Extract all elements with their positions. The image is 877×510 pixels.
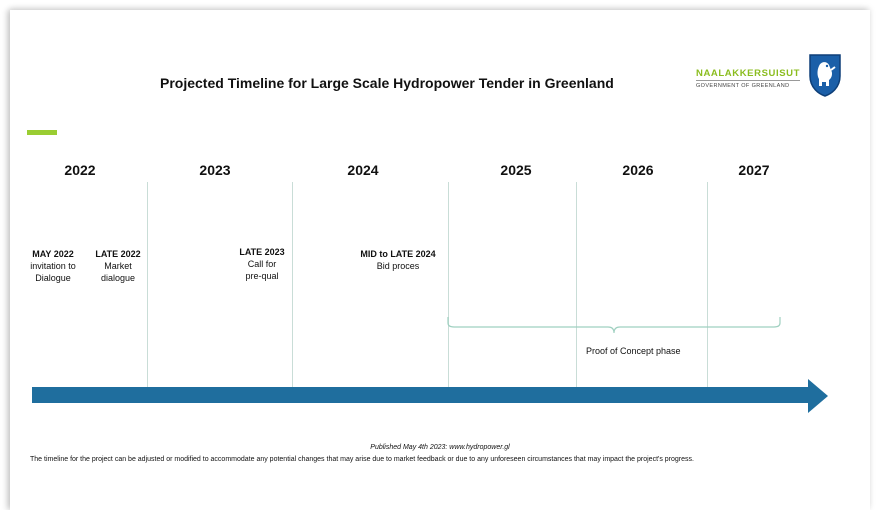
- event-title: LATE 2023: [239, 247, 285, 257]
- event-line: pre-qual: [245, 271, 279, 281]
- event-may-2022: MAY 2022 invitation to Dialogue: [30, 248, 76, 284]
- event-late-2022: LATE 2022 Market dialogue: [95, 248, 140, 284]
- year-2024: 2024: [347, 162, 379, 178]
- event-line: Call for: [247, 259, 277, 269]
- slide: Projected Timeline for Large Scale Hydro…: [10, 10, 870, 510]
- event-late-2023: LATE 2023 Call for pre-qual: [239, 246, 284, 282]
- year-2025: 2025: [500, 162, 532, 178]
- event-line: dialogue: [100, 273, 136, 283]
- event-line: Market: [104, 261, 132, 271]
- event-line: Bid proces: [376, 261, 420, 271]
- proof-of-concept-brace: [447, 317, 781, 334]
- timeline-arrow: [32, 379, 828, 413]
- year-2022: 2022: [64, 162, 96, 178]
- event-line: invitation to: [30, 261, 76, 271]
- year-divider: [292, 182, 293, 387]
- event-title: MAY 2022: [32, 249, 74, 259]
- greenland-crest-icon: [809, 54, 841, 97]
- government-logo: NAALAKKERSUISUT GOVERNMENT OF GREENLAND: [696, 68, 800, 89]
- phase-label: Proof of Concept phase: [586, 346, 681, 356]
- page-title: Projected Timeline for Large Scale Hydro…: [160, 75, 614, 91]
- event-title: LATE 2022: [95, 249, 141, 259]
- event-title: MID to LATE 2024: [360, 249, 436, 259]
- year-divider: [448, 182, 449, 387]
- published-note: Published May 4th 2023: www.hydropower.g…: [370, 444, 510, 451]
- year-2026: 2026: [622, 162, 654, 178]
- year-2027: 2027: [738, 162, 770, 178]
- accent-bar: [27, 130, 57, 135]
- year-2023: 2023: [199, 162, 231, 178]
- year-divider: [576, 182, 577, 387]
- logo-subtitle: GOVERNMENT OF GREENLAND: [696, 83, 790, 89]
- event-line: Dialogue: [35, 273, 71, 283]
- year-divider: [707, 182, 708, 387]
- disclaimer: The timeline for the project can be adju…: [30, 456, 694, 463]
- event-mid-late-2024: MID to LATE 2024 Bid proces: [360, 248, 435, 272]
- logo-name: NAALAKKERSUISUT: [696, 68, 800, 81]
- year-divider: [147, 182, 148, 387]
